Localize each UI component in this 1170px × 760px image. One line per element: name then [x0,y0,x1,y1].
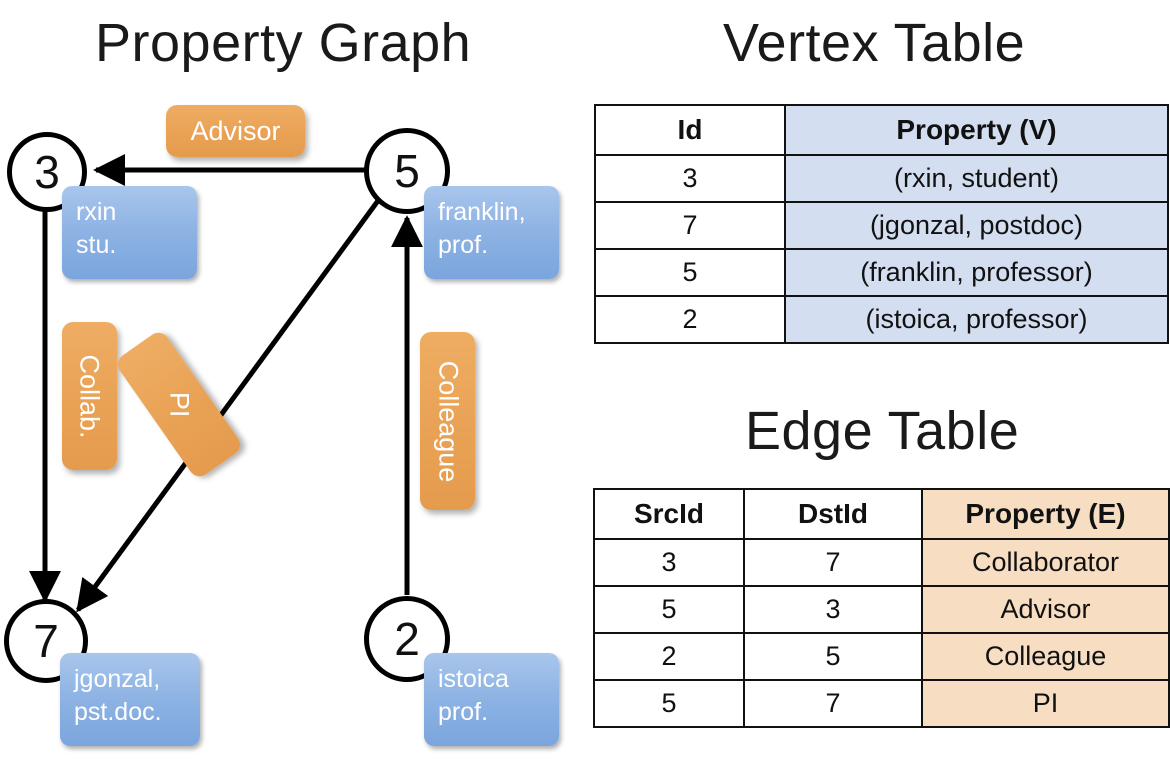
property-graph-diagram: 3 5 7 2 rxin stu. franklin, prof. jgonza… [0,90,585,760]
vertex-row-3-id: 2 [594,295,786,344]
vertex-row-3-property: (istoica, professor) [784,295,1169,344]
edge-label-advisor: Advisor [166,105,305,157]
page-title-vertex-table: Vertex Table [723,13,1026,73]
vertex-row-2-property: (franklin, professor) [784,248,1169,297]
edge-label-collab: Collab. [62,322,117,470]
graph-node-7-label: 7 [33,615,59,667]
table-row[interactable]: 5 7 PI [593,679,1170,728]
graph-node-5[interactable]: 5 [364,128,450,214]
edge-label-collab-text: Collab. [75,353,106,439]
graph-node-2-label: 2 [394,613,420,665]
vertex-property-2-line2: prof. [438,698,489,726]
page-title-property-graph: Property Graph [95,13,472,73]
vertex-property-box-2: istoica prof. [424,653,559,746]
edge-label-pi-text: PI [164,391,195,418]
graph-node-3[interactable]: 3 [7,132,87,212]
vertex-property-5-line2: prof. [438,231,489,259]
vertex-property-7-line2: pst.doc. [74,698,162,726]
edge-row-1-property: Advisor [921,585,1170,634]
edge-table-header-srcid: SrcId [593,488,745,540]
vertex-row-0-id: 3 [594,154,786,203]
table-row[interactable]: 3 7 Collaborator [593,538,1170,587]
vertex-property-3-line1: rxin [76,198,117,226]
graph-node-5-label: 5 [394,145,420,197]
edge-row-2-src: 2 [593,632,745,681]
edge-row-1-src: 5 [593,585,745,634]
edge-row-3-property: PI [921,679,1170,728]
vertex-table-header-row: Id Property (V) [594,104,1169,156]
vertex-property-box-7: jgonzal, pst.doc. [60,653,200,746]
edge-row-3-dst: 7 [743,679,923,728]
vertex-table: Id Property (V) 3 (rxin, student) 7 (jgo… [594,104,1169,344]
vertex-row-2-id: 5 [594,248,786,297]
edge-table-header-dstid: DstId [743,488,923,540]
table-row[interactable]: 7 (jgonzal, postdoc) [594,201,1169,250]
vertex-row-1-property: (jgonzal, postdoc) [784,201,1169,250]
edge-table: SrcId DstId Property (E) 3 7 Collaborato… [593,488,1170,728]
vertex-property-box-5: franklin, prof. [424,186,559,279]
vertex-property-box-3: rxin stu. [62,186,197,279]
vertex-row-1-id: 7 [594,201,786,250]
edge-row-3-src: 5 [593,679,745,728]
table-row[interactable]: 5 (franklin, professor) [594,248,1169,297]
edge-label-colleague-text: Colleague [433,360,463,482]
vertex-row-0-property: (rxin, student) [784,154,1169,203]
edge-table-header-property: Property (E) [921,488,1170,540]
edge-row-2-dst: 5 [743,632,923,681]
edge-row-0-dst: 7 [743,538,923,587]
vertex-property-2-line1: istoica [438,665,509,693]
edge-label-advisor-text: Advisor [190,115,281,146]
table-row[interactable]: 2 (istoica, professor) [594,295,1169,344]
vertex-property-3-line2: stu. [76,231,117,259]
edge-label-colleague: Colleague [420,332,475,510]
vertex-property-5-line1: franklin, [438,198,526,226]
edge-row-2-property: Colleague [921,632,1170,681]
table-row[interactable]: 3 (rxin, student) [594,154,1169,203]
table-row[interactable]: 2 5 Colleague [593,632,1170,681]
vertex-table-header-property: Property (V) [784,104,1169,156]
edge-row-0-src: 3 [593,538,745,587]
edge-5-to-7 [75,196,383,613]
edge-table-header-row: SrcId DstId Property (E) [593,488,1170,540]
table-row[interactable]: 5 3 Advisor [593,585,1170,634]
page-title-edge-table: Edge Table [745,401,1020,461]
edge-row-0-property: Collaborator [921,538,1170,587]
vertex-property-7-line1: jgonzal, [74,665,161,693]
vertex-table-header-id: Id [594,104,786,156]
graph-edges-svg [28,153,424,613]
edge-row-1-dst: 3 [743,585,923,634]
graph-node-3-label: 3 [34,146,60,198]
